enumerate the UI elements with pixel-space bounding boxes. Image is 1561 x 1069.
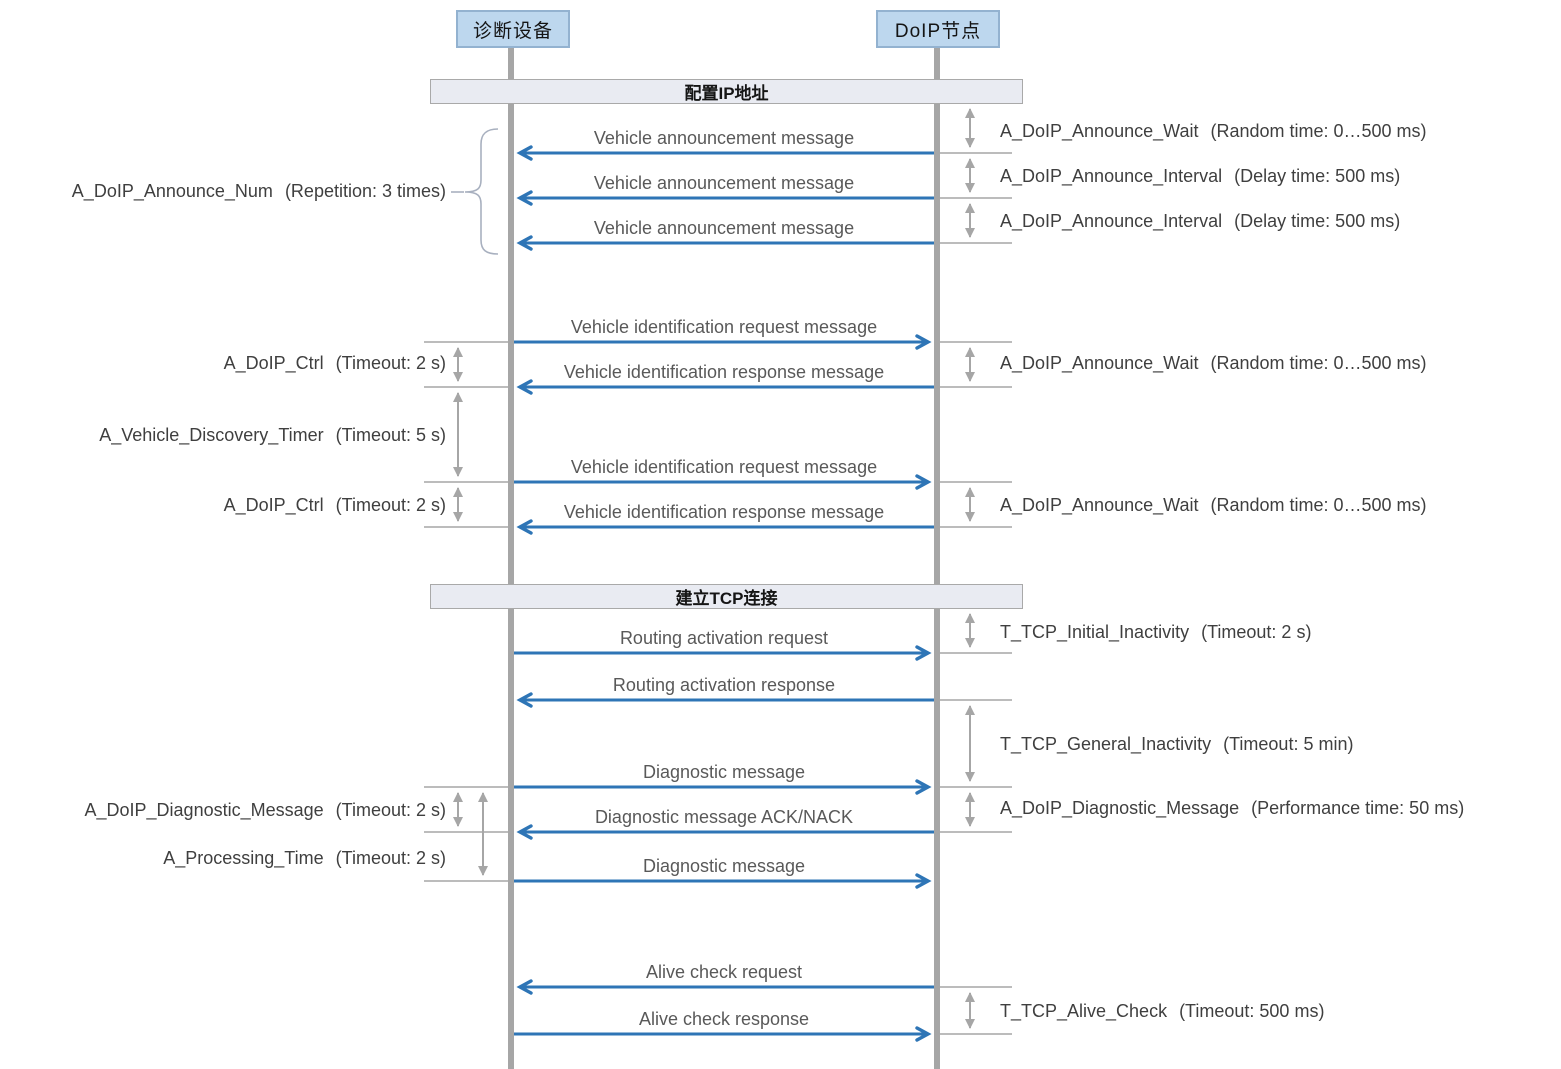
timer-annotation-announce-interval-1: A_DoIP_Announce_Interval (Delay time: 500… [1000,164,1400,188]
timer-name: A_DoIP_Announce_Wait [1000,353,1199,373]
timer-detail: (Random time: 0…500 ms) [1210,121,1427,141]
timer-name: A_DoIP_Announce_Interval [1000,166,1223,186]
timer-name: A_Vehicle_Discovery_Timer [99,425,324,445]
actor-diagnostic-device: 诊断设备 [456,10,570,48]
timer-annotation-tcp-alive-check: T_TCP_Alive_Check (Timeout: 500 ms) [1000,999,1324,1023]
timer-annotation-announce-interval-2: A_DoIP_Announce_Interval (Delay time: 500… [1000,209,1400,233]
message-label: Vehicle identification response message [563,362,885,382]
timer-annotation-doip-diagnostic-performance: A_DoIP_Diagnostic_Message (Performance ti… [1000,796,1464,820]
timer-detail: (Timeout: 2 s) [1201,622,1312,642]
timer-name: A_DoIP_Diagnostic_Message [1000,798,1240,818]
timer-annotation-vehicle-discovery-timer: A_Vehicle_Discovery_Timer (Timeout: 5 s) [0,423,446,447]
lifeline-doip-node [934,48,940,1069]
timer-detail: (Timeout: 5 s) [335,425,446,445]
timer-annotation-announce-wait-3: A_DoIP_Announce_Wait (Random time: 0…500 … [1000,493,1427,517]
lifeline-diagnostic-device [508,48,514,1069]
actor-doip-node-label: DoIP节点 [894,20,982,42]
timer-detail: (Delay time: 500 ms) [1234,166,1401,186]
message-label: Vehicle announcement message [593,173,855,193]
phase-banner-establish-tcp: 建立TCP连接 [430,584,1023,609]
message-label: Vehicle announcement message [593,218,855,238]
timer-name: A_DoIP_Announce_Wait [1000,121,1199,141]
timer-annotation-doip-ctrl-2: A_DoIP_Ctrl (Timeout: 2 s) [0,493,446,517]
message-label: Alive check request [645,962,803,982]
message-label: Diagnostic message [642,762,806,782]
timer-name: A_DoIP_Announce_Wait [1000,495,1199,515]
message-label: Diagnostic message ACK/NACK [594,807,854,827]
timer-annotation-tcp-initial-inactivity: T_TCP_Initial_Inactivity (Timeout: 2 s) [1000,620,1311,644]
timer-annotation-doip-ctrl-1: A_DoIP_Ctrl (Timeout: 2 s) [0,351,446,375]
timer-annotation-announce-num: A_DoIP_Announce_Num (Repetition: 3 times) [0,179,446,203]
right-measure-ticks [940,152,1012,1035]
timer-detail: (Timeout: 2 s) [335,848,446,868]
timer-name: A_Processing_Time [163,848,324,868]
timer-annotation-processing-time: A_Processing_Time (Timeout: 2 s) [0,846,446,870]
timer-detail: (Random time: 0…500 ms) [1210,353,1427,373]
message-label: Routing activation response [612,675,836,695]
timer-name: A_DoIP_Ctrl [223,353,324,373]
timer-name: A_DoIP_Diagnostic_Message [84,800,324,820]
timer-name: T_TCP_General_Inactivity [1000,734,1212,754]
timer-detail: (Performance time: 50 ms) [1251,798,1465,818]
actor-diagnostic-device-label: 诊断设备 [472,20,553,42]
message-label: Vehicle identification request message [570,317,878,337]
message-label: Vehicle announcement message [593,128,855,148]
timer-annotation-announce-wait-1: A_DoIP_Announce_Wait (Random time: 0…500 … [1000,119,1427,143]
timer-detail: (Random time: 0…500 ms) [1210,495,1427,515]
message-arrows [514,145,934,1042]
message-label: Routing activation request [619,628,829,648]
message-label: Alive check response [638,1009,810,1029]
timer-name: A_DoIP_Announce_Interval [1000,211,1223,231]
message-label: Diagnostic message [642,856,806,876]
timer-name: A_DoIP_Announce_Num [71,181,273,201]
left-measure-arrows [453,347,488,876]
timer-detail: (Timeout: 2 s) [335,800,446,820]
repetition-brace [451,128,499,255]
timer-detail: (Timeout: 500 ms) [1179,1001,1325,1021]
timer-detail: (Timeout: 2 s) [335,495,446,515]
message-label: Vehicle identification response message [563,502,885,522]
timer-detail: (Timeout: 5 min) [1223,734,1354,754]
phase-banner-configure-ip-label: 配置IP地址 [684,84,769,103]
timer-detail: (Delay time: 500 ms) [1234,211,1401,231]
timer-name: T_TCP_Alive_Check [1000,1001,1168,1021]
timer-detail: (Timeout: 2 s) [335,353,446,373]
phase-banner-configure-ip: 配置IP地址 [430,79,1023,104]
timer-name: T_TCP_Initial_Inactivity [1000,622,1190,642]
message-label: Vehicle identification request message [570,457,878,477]
left-measure-ticks [424,341,508,882]
phase-banner-establish-tcp-label: 建立TCP连接 [675,589,778,608]
timer-annotation-tcp-general-inactivity: T_TCP_General_Inactivity (Timeout: 5 min) [1000,732,1353,756]
timer-name: A_DoIP_Ctrl [223,495,324,515]
timer-annotation-announce-wait-2: A_DoIP_Announce_Wait (Random time: 0…500 … [1000,351,1427,375]
timer-annotation-doip-diagnostic-timeout: A_DoIP_Diagnostic_Message (Timeout: 2 s) [0,798,447,822]
actor-doip-node: DoIP节点 [876,10,1000,48]
timer-detail: (Repetition: 3 times) [284,181,446,201]
